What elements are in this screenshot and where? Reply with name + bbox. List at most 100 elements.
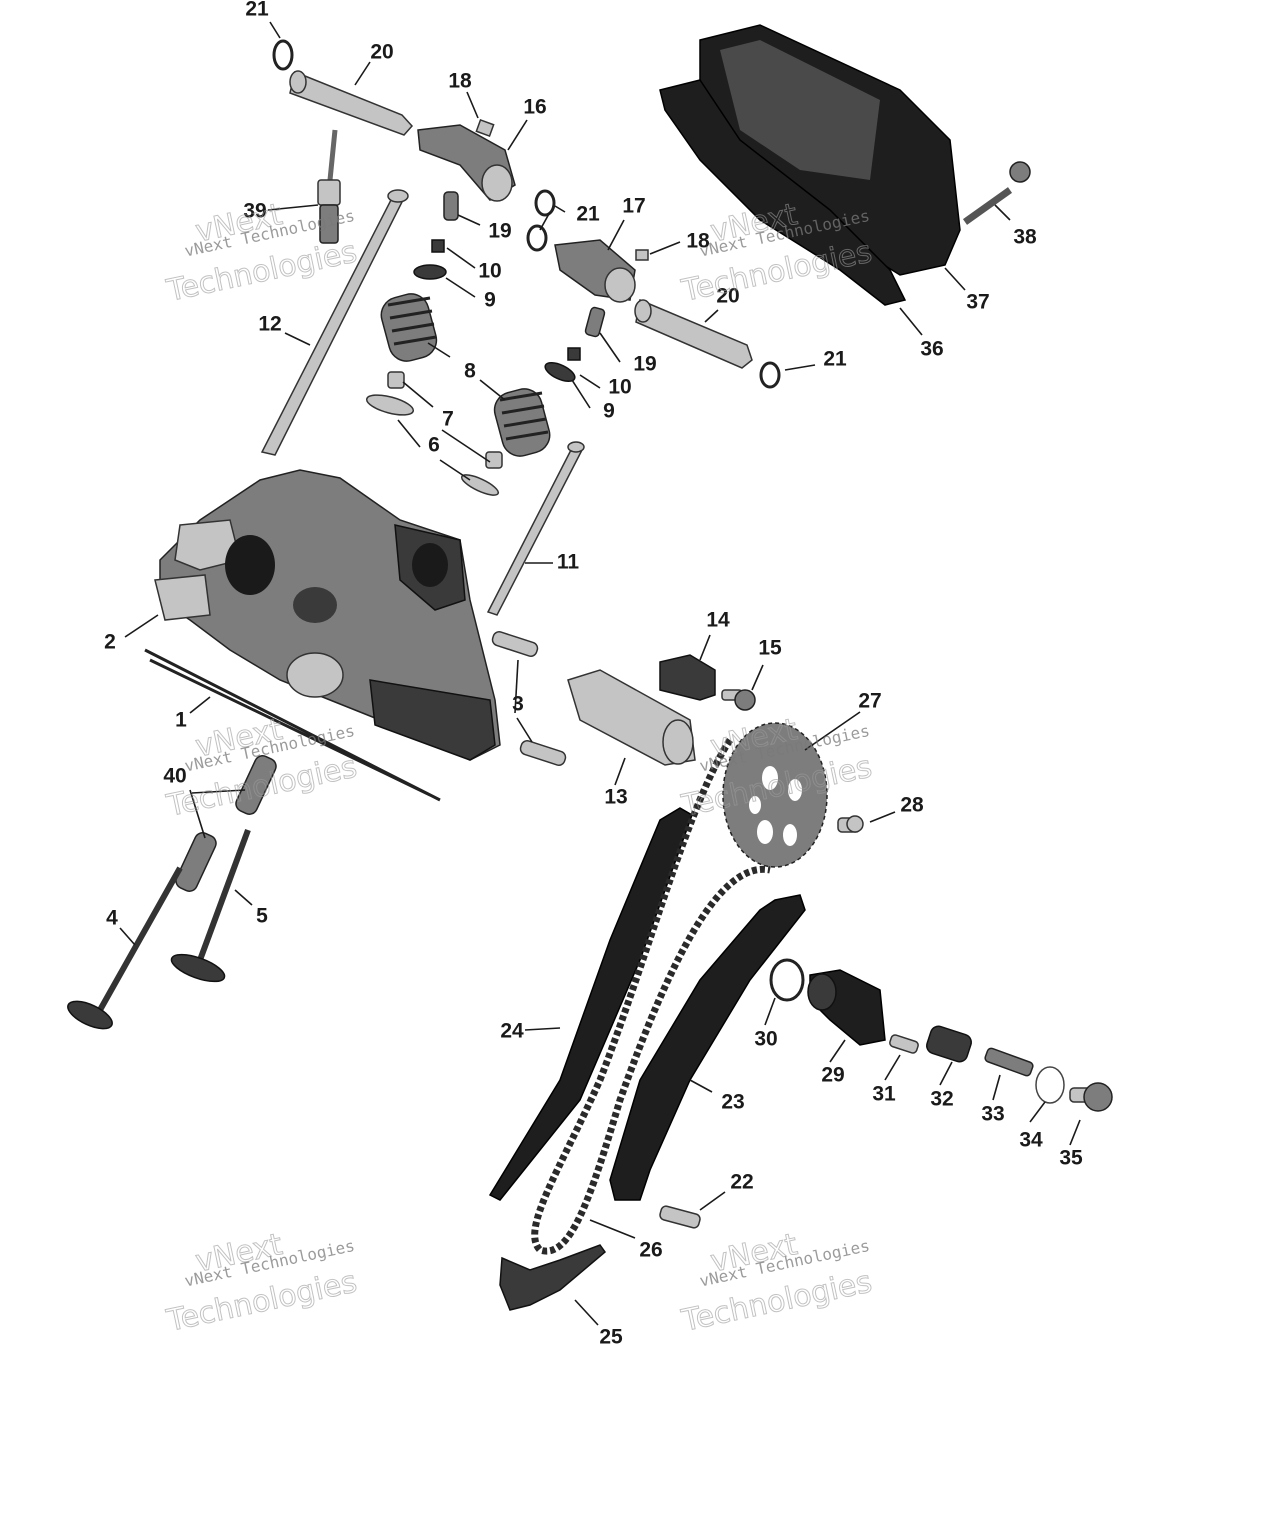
- callout-9-top: 9: [484, 289, 496, 312]
- callout-38: 38: [1013, 226, 1037, 249]
- adjuster-19b: [584, 306, 606, 338]
- callout-23: 23: [721, 1091, 744, 1114]
- o-ring-21a: [272, 39, 294, 71]
- callout-2: 2: [104, 631, 116, 654]
- dowel-pin-3b: [519, 740, 567, 766]
- callout-19-top: 19: [488, 220, 511, 243]
- pad-18a: [475, 119, 495, 137]
- callout-18-top: 18: [448, 70, 472, 93]
- dowel-pin-3a: [491, 631, 539, 657]
- callout-18-mid: 18: [686, 230, 710, 253]
- callout-12: 12: [258, 313, 281, 336]
- o-ring-21d: [759, 361, 781, 389]
- callout-1: 1: [175, 709, 187, 732]
- watermark-mid-left: vNext vNext Technologies Technologies: [163, 712, 361, 825]
- tensioner-guide: [609, 894, 806, 1201]
- valve-spring-8a: [380, 293, 438, 362]
- callout-31: 31: [872, 1083, 896, 1106]
- plate-screw: [721, 689, 756, 711]
- callout-24: 24: [500, 1020, 524, 1043]
- callout-3: 3: [512, 693, 524, 716]
- rocker-shaft-lower: [634, 298, 753, 369]
- valve-spring-8b: [493, 388, 551, 457]
- cover-bolt: [962, 161, 1031, 225]
- callout-11: 11: [557, 551, 580, 574]
- o-ring-30: [769, 958, 805, 1002]
- callout-17: 17: [622, 195, 645, 218]
- spring-seat-6a: [365, 394, 415, 416]
- cylinder-head: [154, 469, 501, 761]
- callout-30: 30: [754, 1028, 777, 1051]
- callout-21-top: 21: [245, 0, 269, 21]
- cotter-10a: [431, 239, 445, 253]
- callout-9-mid: 9: [603, 400, 615, 423]
- spring-seat-6b: [460, 474, 500, 496]
- rocker-arm-16: [417, 124, 516, 202]
- pivot-bolt: [659, 1205, 701, 1229]
- callout-10-top: 10: [478, 260, 501, 283]
- callout-34: 34: [1019, 1129, 1043, 1152]
- valve-5: [170, 828, 251, 983]
- leader-lines: [119, 21, 1081, 1326]
- retainer-plate: [659, 654, 716, 701]
- valve-cover-gasket: [659, 79, 907, 306]
- callout-19-mid: 19: [633, 353, 656, 376]
- cotter-10b: [567, 347, 581, 361]
- callout-21-mid: 21: [576, 203, 600, 226]
- camshaft: [567, 669, 696, 766]
- callout-27: 27: [858, 690, 881, 713]
- valve-guide-40b: [175, 832, 217, 892]
- o-ring-21c: [526, 224, 548, 252]
- callout-6: 6: [428, 434, 440, 457]
- callout-labels: 21 20 18 16 39 19 21 17 18 10 9 20 12 19…: [104, 0, 1083, 1349]
- callout-25: 25: [599, 1326, 623, 1349]
- o-ring-34: [1035, 1066, 1065, 1104]
- stud-11: [486, 441, 585, 616]
- cam-sprocket: [722, 722, 828, 868]
- tensioner-plug-35: [1069, 1082, 1113, 1112]
- watermark-bottom-right: vNext vNext Technologies Technologies: [678, 1227, 876, 1340]
- callout-4: 4: [106, 907, 118, 930]
- valve-guide-40a: [235, 755, 277, 815]
- tensioner-spring-33: [984, 1047, 1034, 1077]
- retainer-9b: [544, 361, 576, 383]
- tensioner-housing: [807, 969, 886, 1046]
- o-ring-21b: [534, 189, 556, 217]
- tensioner-bolt-31: [889, 1034, 919, 1054]
- callout-20-mid: 20: [716, 285, 739, 308]
- callout-35: 35: [1059, 1147, 1083, 1170]
- watermark-bottom-left: vNext vNext Technologies Technologies: [163, 1227, 361, 1340]
- callout-37: 37: [966, 291, 989, 314]
- callout-20-top: 20: [370, 41, 393, 64]
- stem-seal-7a: [387, 371, 405, 389]
- callout-36: 36: [920, 338, 943, 361]
- callout-16: 16: [523, 96, 546, 119]
- callout-29: 29: [821, 1064, 844, 1087]
- tensioner-plunger-32: [926, 1025, 972, 1063]
- callout-8: 8: [464, 360, 476, 383]
- head-gasket: [144, 648, 441, 802]
- rocker-shaft-upper: [289, 70, 414, 136]
- spark-plug: [317, 129, 341, 244]
- callout-10-mid: 10: [608, 376, 631, 399]
- callout-32: 32: [930, 1088, 953, 1111]
- callout-15: 15: [758, 637, 782, 660]
- retainer-9a: [413, 264, 447, 280]
- callout-14: 14: [706, 609, 730, 632]
- callout-7: 7: [442, 408, 454, 431]
- sprocket-bolt: [837, 815, 864, 833]
- callout-22: 22: [730, 1171, 753, 1194]
- callout-28: 28: [900, 794, 924, 817]
- callout-33: 33: [981, 1103, 1004, 1126]
- chain-slider: [499, 1244, 607, 1311]
- callout-40: 40: [163, 765, 186, 788]
- callout-39: 39: [243, 200, 266, 223]
- callout-13: 13: [604, 786, 627, 809]
- adjuster-19a: [443, 191, 459, 221]
- callout-21-right: 21: [823, 348, 847, 371]
- pad-18b: [635, 249, 649, 261]
- callout-5: 5: [256, 905, 268, 928]
- stud-12: [260, 189, 409, 456]
- valve-4: [67, 866, 183, 1030]
